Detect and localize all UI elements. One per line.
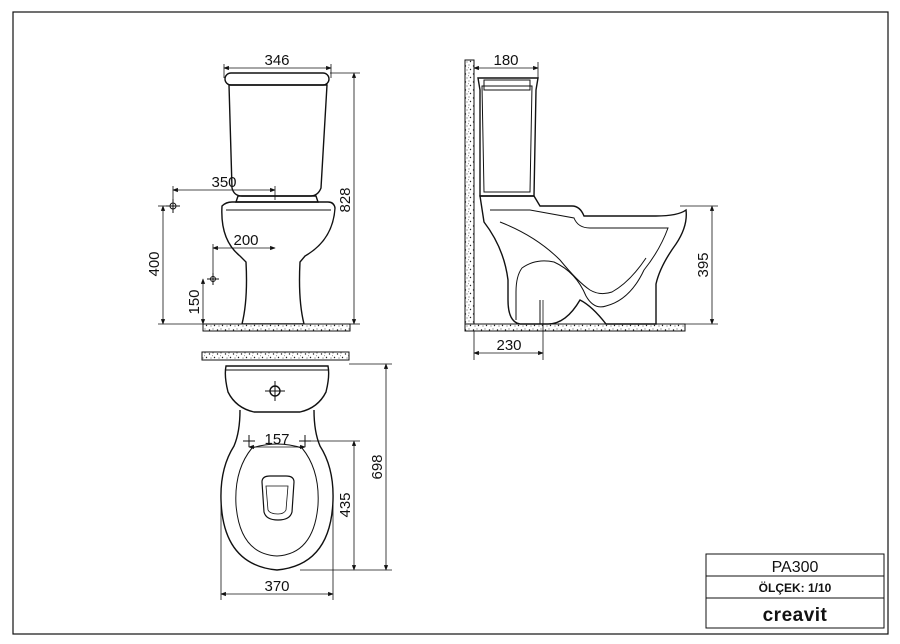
dim-outlet-distance: 230 <box>496 337 521 354</box>
bowl-top-inner <box>235 443 319 557</box>
floor-slab-side <box>464 323 686 332</box>
tank-lid <box>224 72 330 86</box>
fixing-hole-right <box>299 435 311 447</box>
dim-water-inlet-offset: 350 <box>211 174 236 191</box>
dim-overall-depth: 698 <box>369 454 386 479</box>
dim-overall-height: 828 <box>337 187 354 212</box>
bowl-side-outer <box>479 195 687 325</box>
tank-top <box>224 365 330 413</box>
bowl-top-outer <box>220 409 334 571</box>
water-inlet-marker <box>166 199 180 213</box>
side-dimension-lines <box>473 62 718 360</box>
fixing-hole-left <box>243 435 255 447</box>
scale-label: ÖLÇEK: 1/10 <box>759 580 832 595</box>
tank-side <box>477 77 539 197</box>
dim-tank-depth: 180 <box>493 52 518 69</box>
floor-slab-front <box>202 323 351 332</box>
top-view <box>201 351 350 571</box>
title-block <box>705 553 885 629</box>
front-dimension-lines <box>158 64 360 325</box>
dim-waste-spacing: 200 <box>233 232 258 249</box>
bowl-front <box>221 201 336 325</box>
dim-inlet-height: 400 <box>146 251 163 276</box>
dim-bowl-length: 435 <box>337 492 354 517</box>
dim-tank-width: 346 <box>264 52 289 69</box>
side-view <box>464 59 687 332</box>
wall-section <box>464 59 475 331</box>
dim-seat-height: 395 <box>695 252 712 277</box>
waste-marker <box>207 273 219 285</box>
dim-bowl-width: 370 <box>264 578 289 595</box>
dim-waste-height: 150 <box>186 289 203 314</box>
top-dimension-lines <box>220 363 392 600</box>
dim-fixing-spacing: 157 <box>264 431 289 448</box>
wall-section-top <box>201 351 350 361</box>
tank-body <box>228 84 328 197</box>
model-number: PA300 <box>772 559 819 576</box>
brand-logo: creavit <box>763 605 828 626</box>
bowl-drain <box>261 475 295 521</box>
sheet-border <box>12 11 889 635</box>
